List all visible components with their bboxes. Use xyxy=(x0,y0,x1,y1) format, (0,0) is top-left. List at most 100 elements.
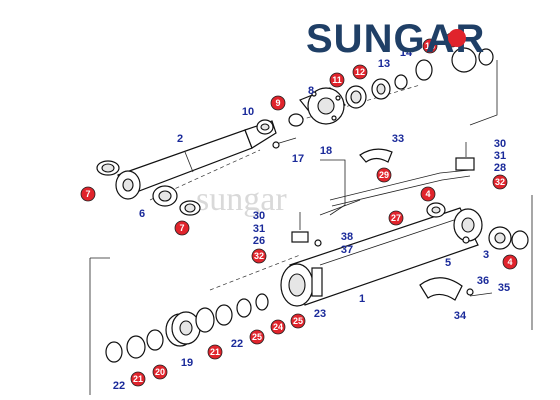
callout-number: 36 xyxy=(477,275,489,287)
callout-number: 26 xyxy=(253,235,265,247)
callout-marker xyxy=(270,319,286,335)
callout-marker xyxy=(152,364,168,380)
callout-number: 9 xyxy=(275,98,280,108)
callout-number: 1 xyxy=(359,293,365,305)
callout-marker xyxy=(329,72,345,88)
callout-29: 29 xyxy=(376,167,392,183)
logo-accent-dot xyxy=(448,29,466,47)
callout-30: 30 xyxy=(253,210,265,222)
hose-clamp-group xyxy=(419,236,493,301)
callout-12: 12 xyxy=(352,64,368,80)
callout-24: 24 xyxy=(270,319,286,335)
callout-25: 25 xyxy=(290,313,306,329)
callout-13: 13 xyxy=(378,58,390,70)
callout-marker xyxy=(492,174,508,190)
callout-marker xyxy=(352,64,368,80)
callout-33: 33 xyxy=(392,133,404,145)
callout-25: 25 xyxy=(249,329,265,345)
callout-35: 35 xyxy=(498,282,510,294)
callout-21: 21 xyxy=(130,371,146,387)
callout-8: 8 xyxy=(308,85,314,97)
callout-number: 21 xyxy=(210,347,220,357)
callout-number: 31 xyxy=(253,223,265,235)
callout-17: 17 xyxy=(292,153,304,165)
callout-38: 38 xyxy=(341,231,353,243)
callout-18: 18 xyxy=(320,145,332,157)
callout-30: 30 xyxy=(494,138,506,150)
callout-marker xyxy=(207,344,223,360)
callout-number: 13 xyxy=(378,58,390,70)
callout-number: 7 xyxy=(85,189,90,199)
callout-number: 30 xyxy=(253,210,265,222)
head-seal-rings xyxy=(345,47,494,109)
callout-marker xyxy=(388,210,404,226)
callout-marker xyxy=(270,95,286,111)
callout-marker xyxy=(502,254,518,270)
cylinder-head xyxy=(299,87,346,125)
callout-1: 1 xyxy=(359,293,365,305)
callout-number: 30 xyxy=(494,138,506,150)
callout-14: 14 xyxy=(422,38,438,54)
callout-number: 34 xyxy=(454,310,467,322)
callout-number: 21 xyxy=(133,374,143,384)
callout-number: 23 xyxy=(314,308,326,320)
callout-number: 25 xyxy=(252,332,262,342)
callout-marker xyxy=(251,248,267,264)
callout-number: 14 xyxy=(400,47,413,59)
callout-14: 14 xyxy=(400,47,413,59)
callout-36: 36 xyxy=(477,275,489,287)
callout-31: 31 xyxy=(494,150,506,162)
callout-number: 5 xyxy=(445,257,451,269)
callout-number: 17 xyxy=(292,153,304,165)
rod-end-bushing xyxy=(96,160,201,216)
rod-nut-group xyxy=(256,113,304,149)
callout-number: 35 xyxy=(498,282,510,294)
callout-20: 20 xyxy=(152,364,168,380)
callout-number: 19 xyxy=(181,357,193,369)
callout-7: 7 xyxy=(174,220,190,236)
callout-27: 27 xyxy=(388,210,404,226)
brand-logo: SUNGAR xyxy=(306,17,484,61)
callout-marker xyxy=(422,38,438,54)
callout-22: 22 xyxy=(231,338,243,350)
callout-number: 12 xyxy=(355,67,365,77)
callout-marker xyxy=(249,329,265,345)
callout-2: 2 xyxy=(177,133,183,145)
callout-10: 10 xyxy=(242,106,254,118)
callout-31: 31 xyxy=(253,223,265,235)
callout-34: 34 xyxy=(454,310,467,322)
cylinder-tube xyxy=(280,207,483,307)
callout-marker xyxy=(420,186,436,202)
callout-number: 37 xyxy=(341,244,353,256)
callout-number: 33 xyxy=(392,133,404,145)
callout-number: 4 xyxy=(507,257,512,267)
callout-number: 6 xyxy=(139,208,145,220)
callout-number: 3 xyxy=(483,249,489,261)
callout-5: 5 xyxy=(445,257,451,269)
callout-number: 11 xyxy=(332,75,342,85)
callout-22: 22 xyxy=(113,380,125,392)
callout-number: 8 xyxy=(308,85,314,97)
piston-rod xyxy=(115,120,277,200)
callout-3: 3 xyxy=(483,249,489,261)
callout-11: 11 xyxy=(329,72,345,88)
callout-marker xyxy=(80,186,96,202)
callout-number: 20 xyxy=(155,367,165,377)
callout-number: 14 xyxy=(425,41,435,51)
callout-number: 18 xyxy=(320,145,332,157)
callout-21: 21 xyxy=(207,344,223,360)
callout-6: 6 xyxy=(139,208,145,220)
callout-number: 22 xyxy=(231,338,243,350)
callout-marker xyxy=(174,220,190,236)
callout-number: 38 xyxy=(341,231,353,243)
piping-group xyxy=(291,142,475,247)
callout-number: 32 xyxy=(495,177,505,187)
callout-4: 4 xyxy=(502,254,518,270)
callout-number: 4 xyxy=(425,189,430,199)
callout-number: 10 xyxy=(242,106,254,118)
watermark-text: sungar xyxy=(196,181,287,218)
callout-number: 2 xyxy=(177,133,183,145)
callout-number: 31 xyxy=(494,150,506,162)
callout-marker xyxy=(376,167,392,183)
